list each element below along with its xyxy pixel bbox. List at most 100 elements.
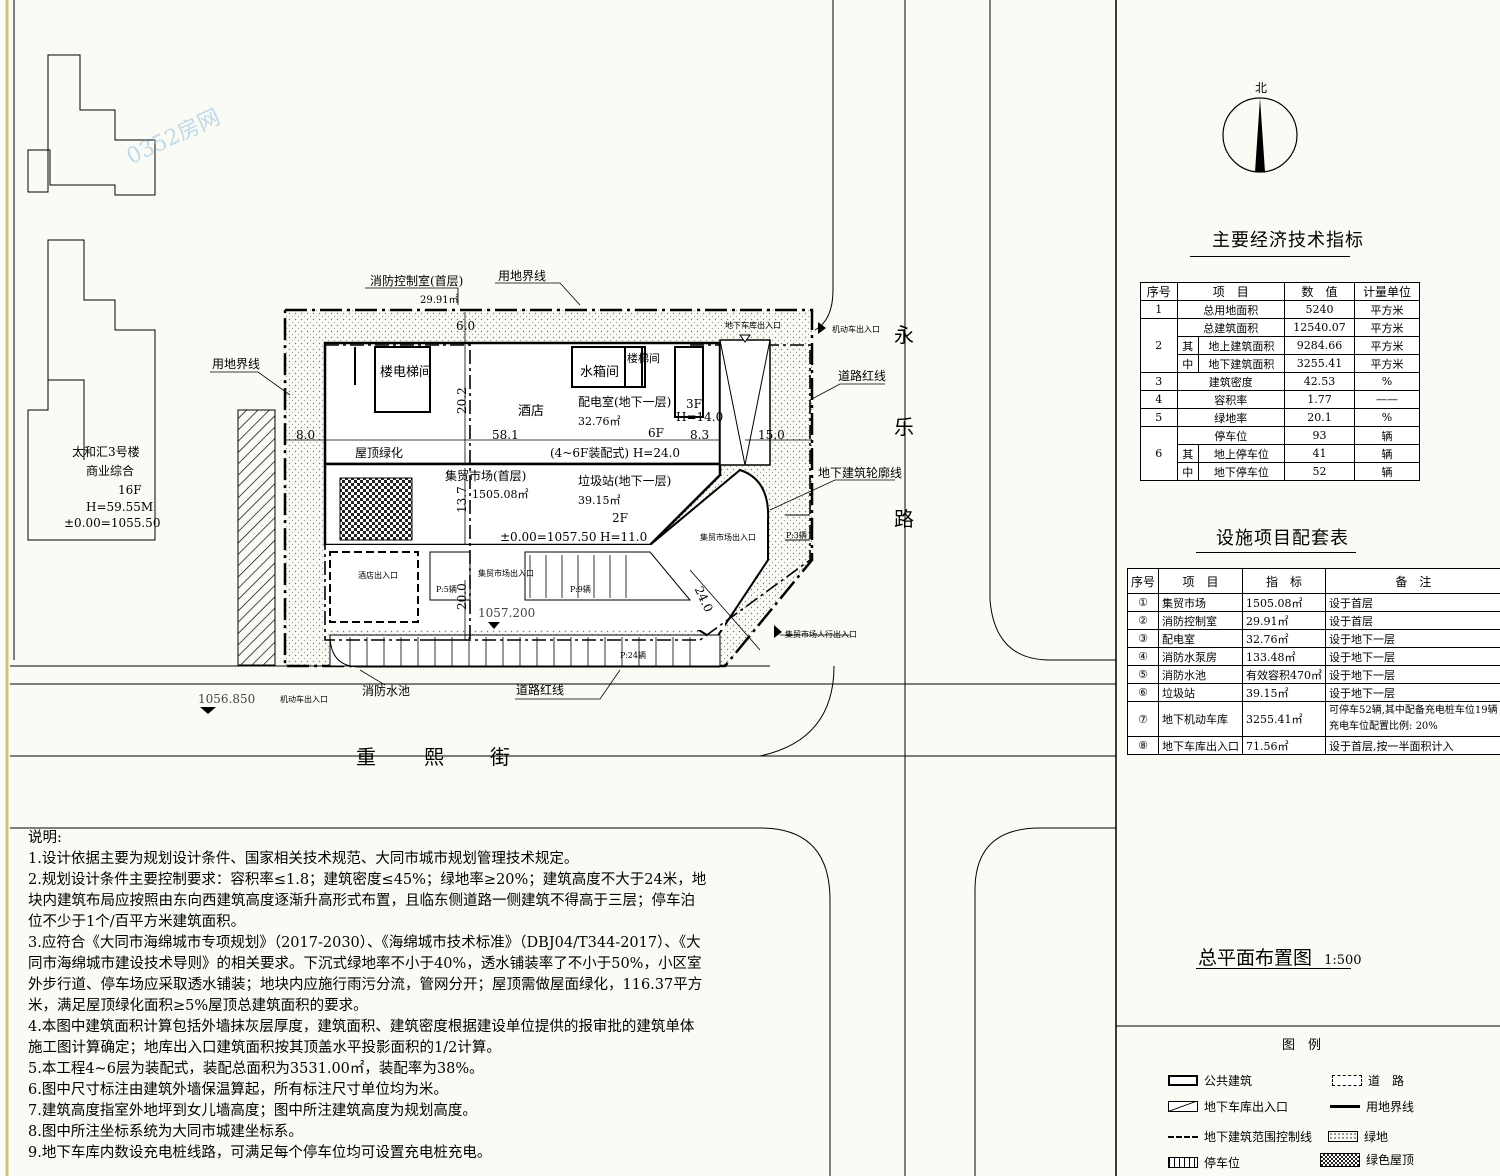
label-market-exit2: 集贸市场出入口 <box>700 532 756 542</box>
note-item: 8.图中所注坐标系统为大同市城建坐标系。 <box>28 1124 303 1140</box>
entrance-arrows <box>200 322 826 714</box>
label-p3: P:3辆 <box>786 530 807 540</box>
label-site-left: 用地界线 <box>212 357 260 371</box>
label-fire-control: 消防控制室(首层) <box>370 273 463 288</box>
legend-road: 道 路 <box>1332 1072 1404 1089</box>
label-garbage: 垃圾站(地下一层) <box>578 473 671 488</box>
legend-green: 绿地 <box>1328 1128 1388 1145</box>
label-fire-pool: 消防水池 <box>362 683 410 698</box>
label-elev-1057: 1057.200 <box>478 606 535 620</box>
street-labels: 重 熙 街 永 乐 路 <box>356 323 914 769</box>
label-vehicle-exit-right: 机动车出入口 <box>832 324 880 334</box>
svg-text:商业综合: 商业综合 <box>86 463 134 478</box>
neighbor-building <box>27 54 156 541</box>
label-roof-green: 屋顶绿化 <box>355 445 403 460</box>
north-arrow <box>1222 97 1298 173</box>
svg-text:重: 重 <box>356 745 376 769</box>
econ-title: 主要经济技术指标 <box>1212 230 1364 251</box>
label-garbage-area: 39.15㎡ <box>578 494 621 507</box>
svg-text:H=59.55M: H=59.55M <box>86 500 153 514</box>
svg-text:太和汇3号楼: 太和汇3号楼 <box>72 444 140 459</box>
label-6f: 6F <box>648 426 664 440</box>
plan-title-text: 总平面布置图 <box>1198 947 1313 969</box>
svg-text:16F: 16F <box>118 483 142 497</box>
econ-header: 序号 项 目 数 值 计量单位 <box>1140 282 1420 301</box>
label-elev-1056: 1056.850 <box>198 692 255 706</box>
legend-parking: 停车位 <box>1168 1154 1240 1171</box>
label-water-tank: 水箱间 <box>580 364 619 380</box>
dim-8-3: 8.3 <box>690 428 709 442</box>
neighbor-labels: 太和汇3号楼 商业综合 16F H=59.55M ±0.00=1055.50 <box>64 444 160 530</box>
svg-text:街: 街 <box>490 745 510 769</box>
building-cores <box>354 346 704 418</box>
dimension-lines <box>285 312 812 651</box>
dim-15: 15.0 <box>758 428 785 442</box>
label-basement-exit: 地下车库出入口 <box>725 320 781 330</box>
notes-title: 说明: <box>28 830 62 846</box>
roof-green <box>339 477 413 541</box>
dim-8: 8.0 <box>296 428 315 442</box>
note-item: 7.建筑高度指室外地坪到女儿墙高度；图中所注建筑高度为规划高度。 <box>28 1103 477 1119</box>
label-vehicle-exit-bottom: 机动车出入口 <box>280 694 328 704</box>
svg-text:熙: 熙 <box>424 745 444 769</box>
note-item: 6.图中尺寸标注由建筑外墙保温算起，所有标注尺寸单位均为米。 <box>28 1082 448 1098</box>
facility-header: 序号 项 目 指 标 备 注 <box>1126 568 1500 594</box>
dim-13-7: 13.7 <box>455 486 469 513</box>
label-site-top: 用地界线 <box>498 269 546 283</box>
facility-title-underline <box>1196 552 1356 553</box>
parking-stalls <box>329 514 810 668</box>
label-market-exit: 集贸市场出入口 <box>478 568 534 578</box>
note-item: 9.地下车库内数设充电桩线路，可满足每个停车位均可设置充电桩充电。 <box>28 1145 492 1161</box>
plan-title-underline <box>1196 968 1351 969</box>
label-h14: H=14.0 <box>676 410 723 424</box>
note-item: 1.设计依据主要为规划设计条件、国家相关技术规范、大同市城市规划管理技术规定。 <box>28 851 579 867</box>
label-stair: 楼电梯间 <box>380 365 432 380</box>
label-road-red-bottom: 道路红线 <box>516 682 564 697</box>
facility-title: 设施项目配套表 <box>1216 528 1349 549</box>
north-label: 北 <box>1255 81 1267 95</box>
hotel-exit-box <box>329 551 419 623</box>
road-lines <box>10 0 1116 1176</box>
label-power: 配电室(地下一层) <box>578 394 671 409</box>
label-h11: H=11.0 <box>600 530 647 544</box>
note-item: 5.本工程4~6层为装配式，装配总面积为3531.00㎡，装配率为38%。 <box>28 1061 484 1077</box>
plan-labels: 消防控制室(首层) 29.91㎡ 用地界线 用地界线 楼电梯间 水箱间 楼梯间 … <box>198 269 902 706</box>
label-road-red-right: 道路红线 <box>838 368 886 383</box>
plan-title: 总平面布置图 1:500 <box>1198 943 1362 970</box>
label-hotel-height: (4~6F装配式) H=24.0 <box>550 446 680 460</box>
legend-title: 图 例 <box>1282 1038 1322 1053</box>
label-p9: P:9辆 <box>570 584 591 594</box>
note-item: 3.应符合《大同市海绵城市专项规划》（2017-2030）、《海绵城市技术标准》… <box>28 935 703 1014</box>
leader-lines <box>210 282 895 700</box>
legend-ramp: 地下车库出入口 <box>1168 1098 1288 1115</box>
label-hotel: 酒店 <box>518 404 544 419</box>
label-elev0: ±0.00=1057.50 <box>500 530 596 544</box>
label-p24: P:24辆 <box>620 650 646 660</box>
label-market-area: 1505.08㎡ <box>472 488 529 501</box>
dim-6: 6.0 <box>456 319 475 333</box>
svg-text:永: 永 <box>894 323 914 347</box>
dim-20-2: 20.2 <box>455 387 469 414</box>
svg-text:±0.00=1055.50: ±0.00=1055.50 <box>64 516 160 530</box>
label-power-area: 32.76㎡ <box>578 415 621 428</box>
dim-58-1: 58.1 <box>492 428 519 442</box>
basement-ramp <box>719 339 771 466</box>
legend-greenroof: 绿色屋顶 <box>1320 1151 1414 1168</box>
econ-title-underline <box>1190 256 1350 257</box>
label-p5: P:5辆 <box>436 584 457 594</box>
